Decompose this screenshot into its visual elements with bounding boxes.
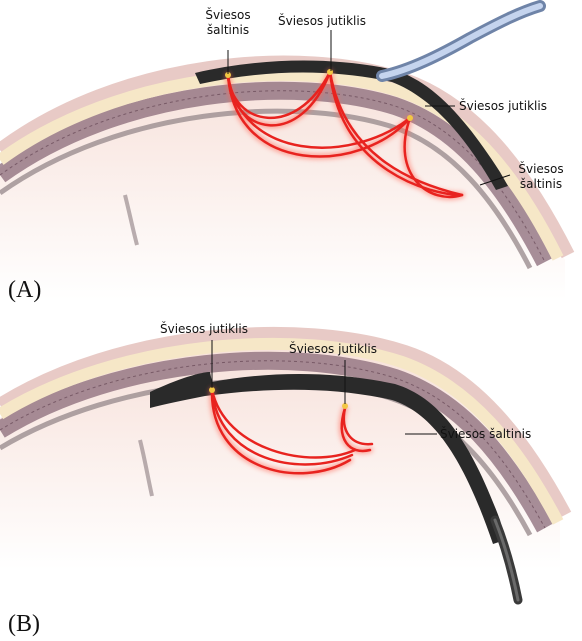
panel-a-label-source-right: Šviesos šaltinis: [510, 162, 572, 192]
panel-b-label-source-right: Šviesos šaltinis: [440, 427, 531, 442]
panel-a-label-sensor-top: Šviesos jutiklis: [278, 14, 366, 29]
panel-a-label-source-top: Šviesos šaltinis: [197, 8, 259, 38]
panel-a-sensor-point-right: [407, 115, 413, 121]
panel-b-label-sensor-middle: Šviesos jutiklis: [289, 342, 377, 357]
panel-b-label-sensor-left: Šviesos jutiklis: [160, 322, 248, 337]
panel-b-letter: (B): [8, 612, 40, 636]
panel-a-letter: (A): [8, 278, 41, 302]
panel-a-label-sensor-right: Šviesos jutiklis: [459, 99, 547, 114]
panel-a-sensor-point: [327, 69, 333, 75]
panel-b-head-layers: [0, 334, 565, 570]
